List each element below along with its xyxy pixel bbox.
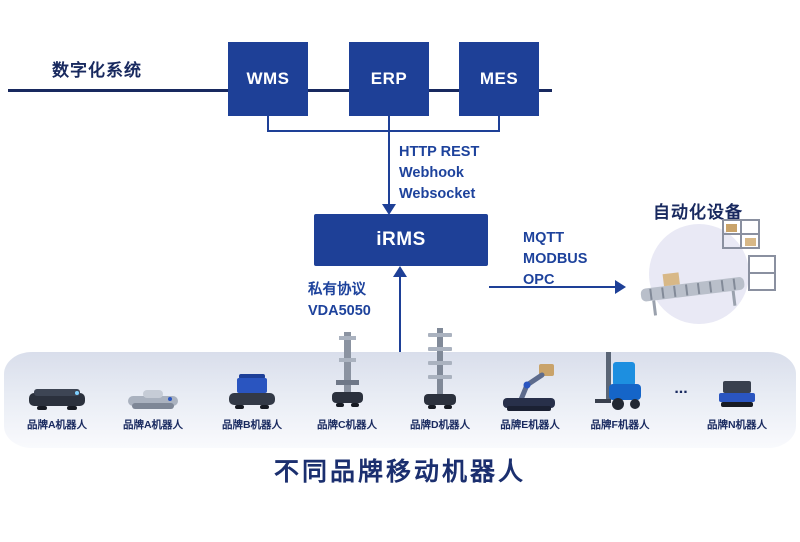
protocol-http-rest: HTTP REST bbox=[399, 144, 480, 160]
robot-slot-brand-e: 品牌E机器人 bbox=[482, 338, 578, 432]
robot-slot-brand-d: 品牌D机器人 bbox=[392, 328, 488, 432]
brand-n-robot-icon bbox=[713, 378, 761, 412]
robot-label: 品牌A机器人 bbox=[122, 419, 184, 431]
brand-e-robot-icon bbox=[497, 360, 563, 412]
robot-label: 品牌B机器人 bbox=[221, 419, 283, 431]
footer-title: 不同品牌移动机器人 bbox=[273, 458, 526, 486]
robot-slot-brand-a1: 品牌A机器人 bbox=[9, 338, 105, 432]
protocol-webhook: Webhook bbox=[399, 165, 464, 181]
robot-slot-brand-b: 品牌B机器人 bbox=[204, 338, 300, 432]
digital-systems-label: 数字化系统 bbox=[52, 61, 142, 80]
down-connector-line bbox=[388, 116, 390, 206]
robots-ellipsis: ... bbox=[674, 380, 688, 397]
right-connector-line bbox=[489, 286, 617, 288]
irms-box: iRMS bbox=[314, 214, 488, 266]
protocol-modbus: MODBUS bbox=[523, 251, 588, 267]
protocol-vda5050: VDA5050 bbox=[308, 303, 371, 319]
robot-label: 品牌C机器人 bbox=[316, 419, 378, 431]
robot-label: 品牌D机器人 bbox=[409, 419, 471, 431]
brand-a2-robot-icon bbox=[124, 386, 182, 412]
erp-box: ERP bbox=[349, 42, 429, 116]
brand-b-robot-icon bbox=[223, 372, 281, 412]
mes-box: MES bbox=[459, 42, 539, 116]
bracket-line bbox=[267, 130, 500, 132]
mes-drop-line bbox=[498, 116, 500, 132]
automation-equipment-label: 自动化设备 bbox=[653, 203, 743, 222]
automation-equipment-illustration bbox=[625, 212, 783, 335]
up-protocols-label: 私有协议 VDA5050 bbox=[308, 280, 371, 322]
up-arrowhead-icon bbox=[393, 266, 407, 277]
up-connector-line bbox=[399, 276, 401, 360]
protocol-mqtt: MQTT bbox=[523, 230, 565, 246]
down-arrowhead-icon bbox=[382, 204, 396, 215]
protocol-websocket: Websocket bbox=[399, 186, 476, 202]
robot-label: 品牌N机器人 bbox=[706, 419, 768, 431]
protocol-opc: OPC bbox=[523, 272, 555, 288]
brand-f-robot-icon bbox=[592, 350, 648, 412]
robot-label: 品牌F机器人 bbox=[590, 419, 650, 431]
robot-slot-brand-c: 品牌C机器人 bbox=[299, 332, 395, 432]
down-protocols-label: HTTP REST Webhook Websocket bbox=[399, 142, 479, 205]
robot-label: 品牌A机器人 bbox=[26, 419, 88, 431]
robot-label: 品牌E机器人 bbox=[500, 419, 560, 431]
brand-c-robot-icon bbox=[322, 330, 372, 412]
wms-box: WMS bbox=[228, 42, 308, 116]
right-arrowhead-icon bbox=[615, 280, 626, 294]
right-protocols-label: MQTT MODBUS OPC bbox=[523, 228, 587, 291]
robot-slot-brand-a2: 品牌A机器人 bbox=[105, 338, 201, 432]
protocol-private: 私有协议 bbox=[308, 282, 366, 298]
brand-d-robot-icon bbox=[414, 326, 466, 412]
robot-slot-brand-f: 品牌F机器人 bbox=[572, 338, 668, 432]
wms-drop-line bbox=[267, 116, 269, 132]
brand-a1-robot-icon bbox=[26, 386, 88, 412]
robot-slot-brand-n: 品牌N机器人 bbox=[689, 338, 785, 432]
